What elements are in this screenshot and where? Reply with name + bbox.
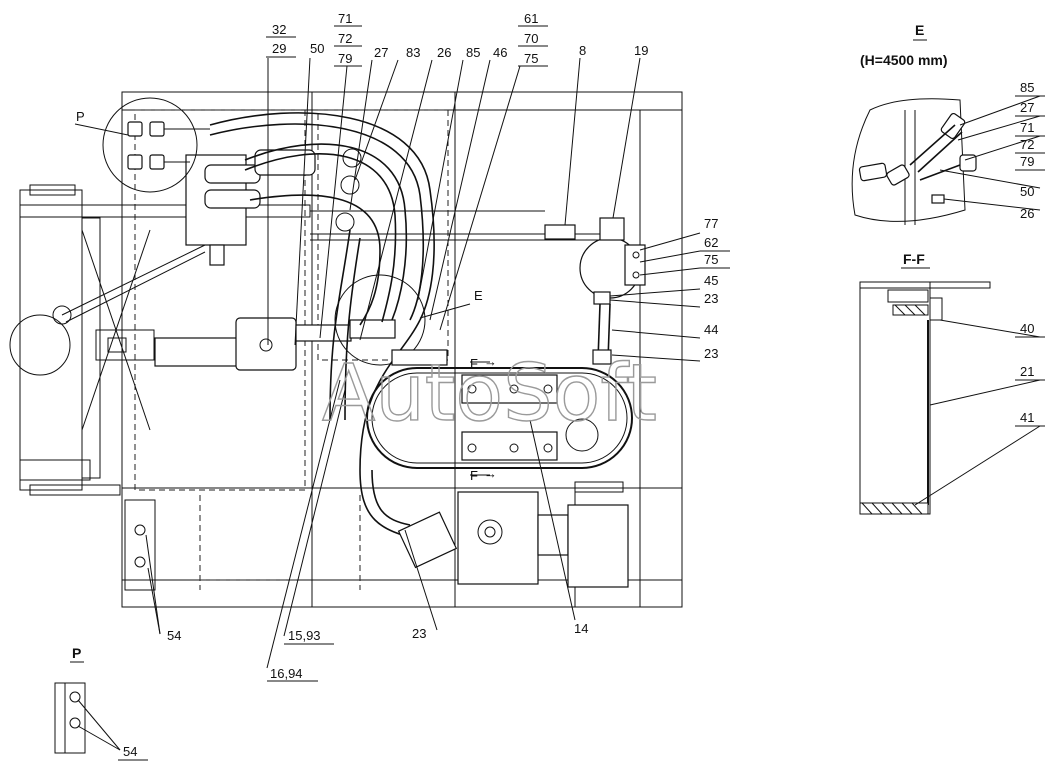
label-83: 83 [406,45,420,60]
right-labels: 77 62 75 45 23 44 23 [704,216,718,361]
valve-block [185,148,362,266]
label-29: 29 [272,41,286,56]
label-75-top: 75 [524,51,538,66]
left-hitch [9,184,206,496]
label-23-right-bottom: 23 [704,346,718,361]
fittings-p [127,121,210,170]
label-15-93: 15,93 [288,628,321,643]
label-46: 46 [493,45,507,60]
svg-text:→: → [484,466,497,481]
view-p-marker-circle [102,97,198,193]
view-e-marker-label: E [474,288,483,303]
view-e-label-85: 85 [1020,80,1034,95]
label-32: 32 [272,22,286,37]
view-e-leaders [939,95,1045,211]
label-79: 79 [338,51,352,66]
label-70: 70 [524,31,538,46]
label-23-right-top: 23 [704,291,718,306]
section-ff-wall [859,281,931,515]
label-19: 19 [634,43,648,58]
label-44: 44 [704,322,718,337]
label-61: 61 [524,11,538,26]
view-e-detail: E (H=4500 mm) 85 27 [851,22,1045,225]
section-ff-title: F-F [903,251,925,267]
label-27: 27 [374,45,388,60]
view-e-label-27: 27 [1020,100,1034,115]
label-26: 26 [437,45,451,60]
bracket-54 [124,499,156,591]
view-p-marker-label: P [76,109,85,124]
view-e-label-50: 50 [1020,184,1034,199]
view-e-height-note: (H=4500 mm) [860,52,948,68]
label-8: 8 [579,43,586,58]
watermark: AutoSoft [322,349,657,439]
view-e-title: E [915,22,924,38]
section-ff: F-F 40 21 41 [859,251,1045,515]
inner-frame-center [317,109,449,361]
view-e-label-79: 79 [1020,154,1034,169]
section-ff-label-21: 21 [1020,364,1034,379]
label-75-right: 75 [704,252,718,267]
svg-text:→: → [484,354,497,369]
view-p-title: P [72,645,81,661]
oil-tank [366,349,633,469]
frame-outline [121,91,683,608]
view-p-label-54: 54 [123,744,137,759]
section-ff-label-41: 41 [1020,410,1034,425]
label-50: 50 [310,41,324,56]
main-view: F F → → P E [9,11,730,682]
label-underlines [266,25,730,682]
view-e-label-26: 26 [1020,206,1034,221]
filter-assembly [544,217,646,365]
inner-frame-left [134,109,306,491]
hydraulic-cylinder [154,317,396,371]
label-85: 85 [466,45,480,60]
view-p-detail: P 54 [54,645,148,761]
label-71: 71 [338,11,352,26]
top-labels: 32 29 50 71 72 79 27 83 26 85 46 61 70 7… [272,11,648,66]
section-mark-f-top: F [470,356,478,371]
label-45: 45 [704,273,718,288]
view-e-marker-circle [334,274,426,366]
label-72: 72 [338,31,352,46]
hoses [209,112,435,541]
section-ff-label-40: 40 [1020,321,1034,336]
view-e-label-72: 72 [1020,137,1034,152]
label-14: 14 [574,621,588,636]
label-77: 77 [704,216,718,231]
view-e-fittings [858,112,977,186]
label-16-94: 16,94 [270,666,303,681]
label-23-bottom: 23 [412,626,426,641]
bottom-labels: 54 15,93 16,94 23 14 [167,621,588,681]
pump-motor [397,481,629,588]
view-e-label-71: 71 [1020,120,1034,135]
section-mark-f-bottom: F [470,468,478,483]
leader-lines [145,57,701,669]
label-62: 62 [704,235,718,250]
transverse-beam [19,204,311,218]
label-54-main: 54 [167,628,181,643]
